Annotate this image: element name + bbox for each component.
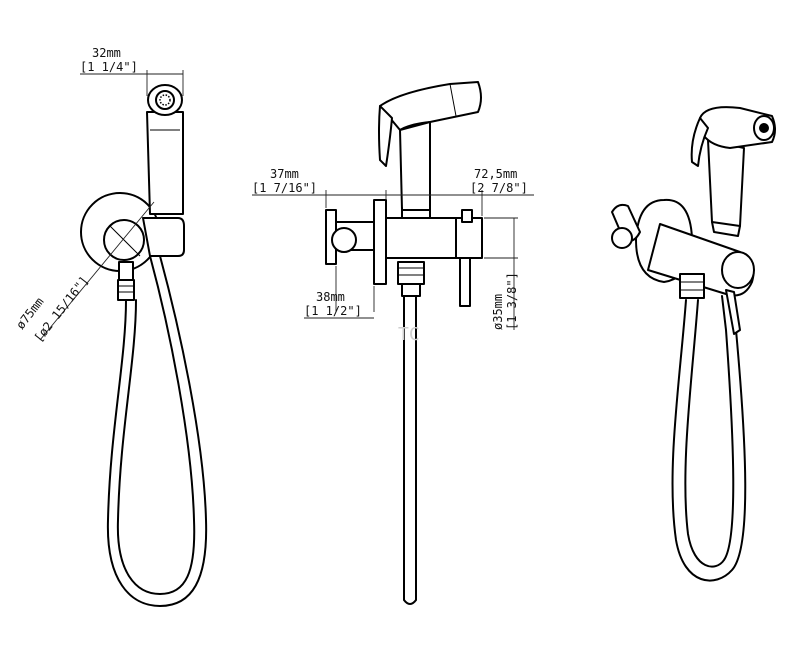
side-view: 37mm [1 7/16"] 72,5mm [2 7/8"] 38mm [1 1… (252, 81, 534, 605)
side-wall-plate (373, 199, 387, 285)
front-nozzle (147, 84, 183, 116)
dim-body-diameter-metric: ø35mm (491, 294, 505, 330)
watermark: TC (398, 324, 420, 345)
dim-bracket-offset-imperial: [1 1/2"] (304, 304, 362, 318)
side-sprayer-head (379, 81, 482, 131)
dim-wall-to-body-imperial: [1 7/16"] (252, 181, 317, 195)
dim-nozzle-width-metric: 32mm (92, 46, 121, 60)
perspective-view (611, 106, 776, 582)
dim-body-length-metric: 72,5mm (474, 167, 517, 181)
persp-hose (671, 295, 747, 582)
dim-nozzle-width-imperial: [1 1/4"] (80, 60, 138, 74)
front-holder (142, 217, 185, 257)
dim-body-diameter-imperial: [1 3/8"] (505, 272, 519, 330)
front-sprayer-handle (146, 111, 184, 215)
dim-bracket-offset-metric: 38mm (316, 290, 345, 304)
side-sprayer-handle (399, 121, 431, 211)
persp-sprayer-head (699, 106, 776, 149)
side-lever (378, 105, 393, 167)
front-valve (118, 261, 134, 281)
dim-wall-to-body-metric: 37mm (270, 167, 299, 181)
side-valve-stem (459, 257, 471, 307)
persp-hose-nut (679, 273, 705, 299)
persp-lever (690, 117, 709, 167)
front-view: 32mm [1 1/4"] ø75mm [ø2 15/16"] (13, 46, 208, 607)
side-hose (403, 295, 417, 605)
persp-sprayer-handle (707, 139, 745, 227)
dim-body-length-imperial: [2 7/8"] (470, 181, 528, 195)
persp-valve-lever (725, 289, 741, 335)
front-hose (106, 255, 208, 607)
side-hose-nut (397, 261, 425, 285)
